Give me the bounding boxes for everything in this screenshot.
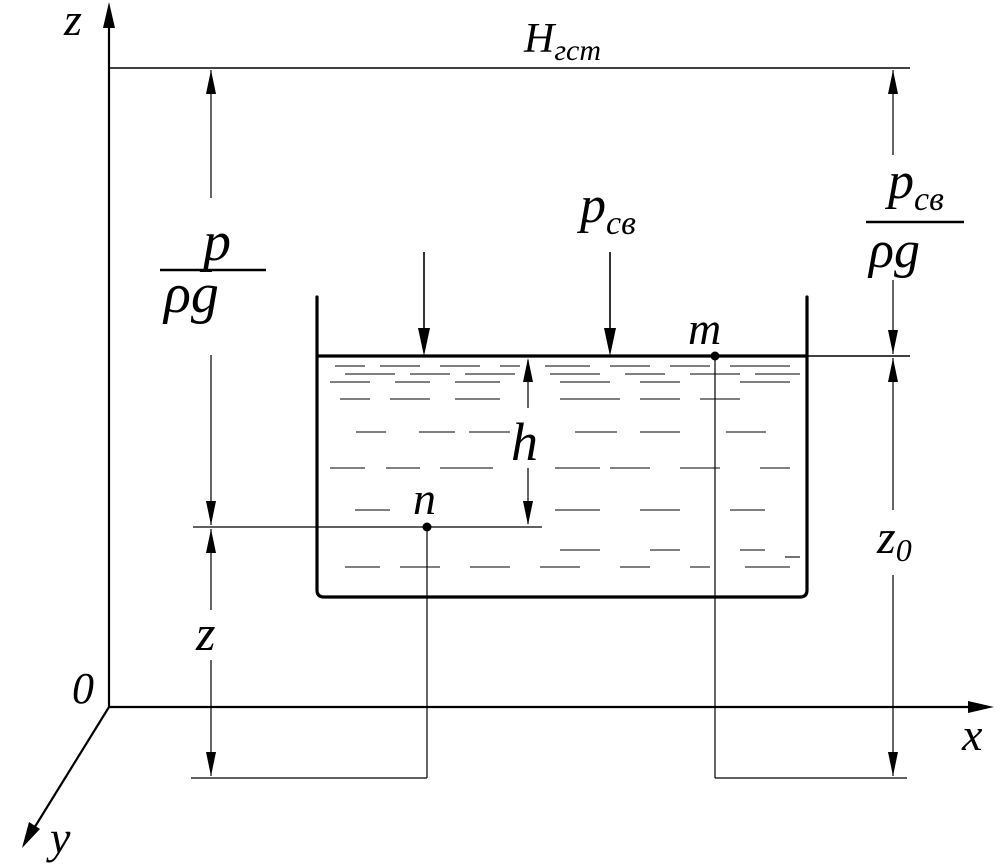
x-axis-arrow [968,701,994,713]
pressure-head-arrow-bottom [206,501,216,525]
liquid-fill [330,365,800,568]
depth-h-arrow-top [523,358,533,382]
z0-arrow-top [888,358,898,382]
y-axis-line [27,706,110,839]
surface-head-denominator: ρg [867,222,920,279]
pressure-arrowhead-left [418,328,430,356]
surface-head-arrow-top [888,70,898,94]
y-axis-arrow [22,822,40,848]
surface-head-num-sub: св [914,181,944,218]
point-n-label: n [413,473,436,524]
depth-h-label: h [511,412,538,472]
origin-label: 0 [72,664,94,713]
z-axis-label: z [63,0,82,45]
surface-head-num-main: p [884,153,914,210]
vessel [315,295,910,599]
point-m: m [688,303,907,779]
height-z-label: z [195,605,215,661]
z0-main: z [876,511,896,564]
x-axis-label: x [961,709,983,760]
h-gst-label: Hгст [523,16,601,67]
right-dimension: pсв ρg z0 [866,70,964,776]
z0-sub: 0 [896,532,912,568]
p-sv-label: pсв [576,177,636,242]
height-z-arrow-top [206,529,216,553]
surface-head-numerator: pсв [884,153,944,218]
y-axis-label: y [46,812,71,863]
z-axis-arrow [103,2,115,28]
pressure-head-numerator: p [199,211,231,273]
static-head-line: Hгст [109,16,910,69]
surface-pressure-arrows: pсв [418,177,636,356]
z0-label: z0 [876,511,912,568]
pressure-arrowhead-right [604,328,616,356]
h-gst-sub: гст [554,34,601,67]
height-z-arrow-bottom [206,752,216,776]
left-dimension: p ρg z [160,70,266,776]
surface-head-arrow-bottom [888,330,898,354]
coordinate-axes: z x y 0 [22,0,994,863]
p-sv-main: p [576,177,606,234]
depth-h-dimension: h [511,358,538,525]
point-n: n [191,473,542,779]
pressure-head-arrow-top [206,70,216,94]
depth-h-arrow-bottom [523,501,533,525]
z0-arrow-bottom [888,752,898,776]
h-gst-main: H [523,16,557,62]
vessel-walls [315,295,809,599]
point-m-label: m [688,303,721,354]
p-sv-sub: св [606,205,636,242]
pressure-head-denominator: ρg [162,263,219,325]
